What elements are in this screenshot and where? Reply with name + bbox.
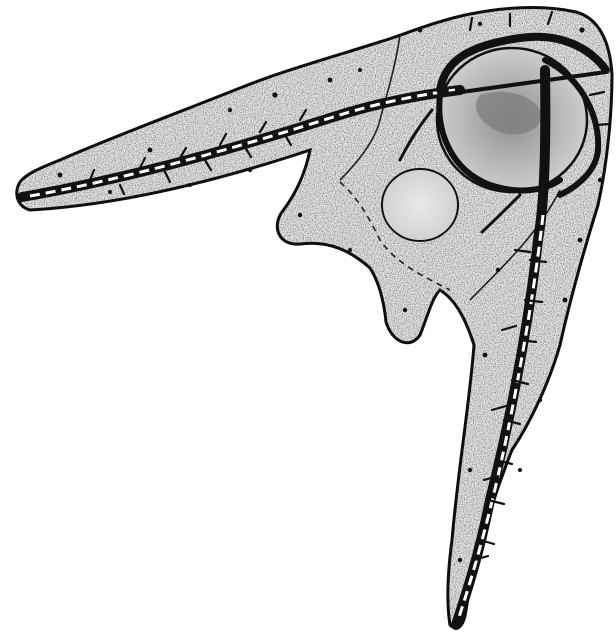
vacuole — [382, 169, 458, 241]
